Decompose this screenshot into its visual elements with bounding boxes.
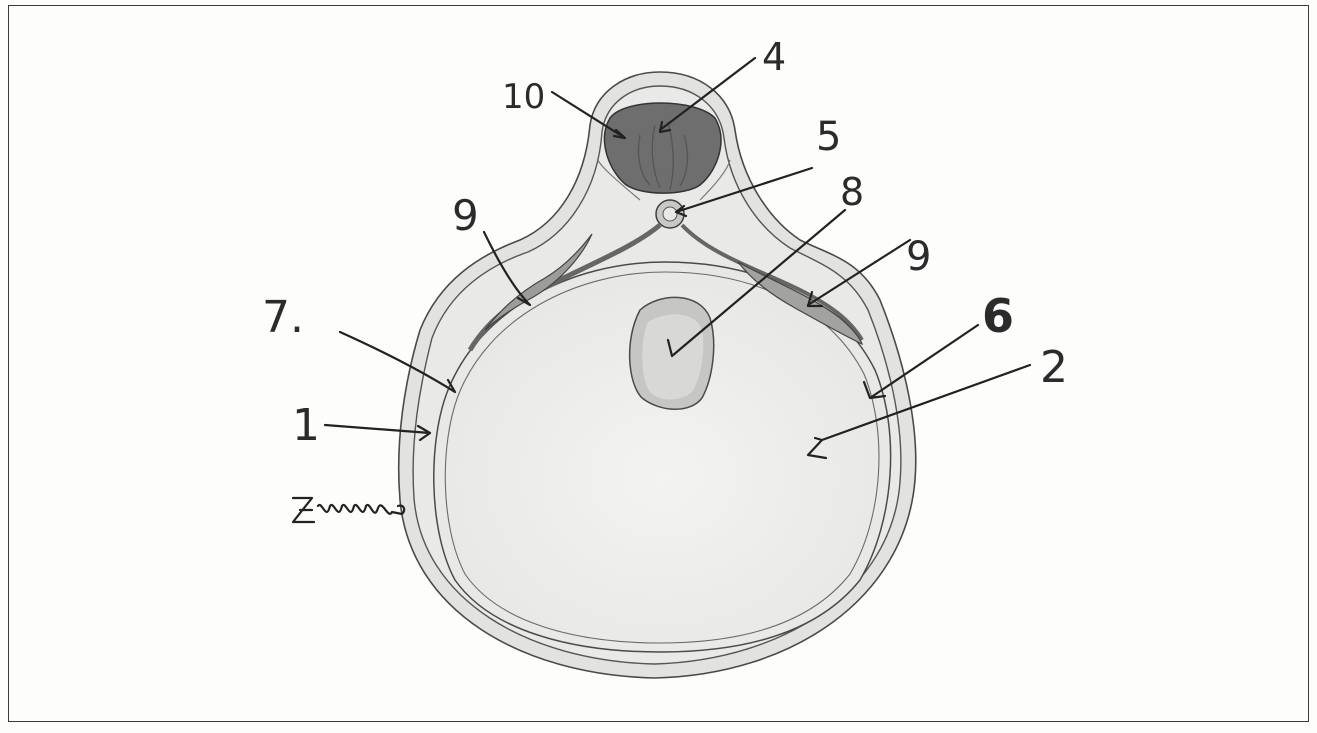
circle-structure-5-inner	[663, 207, 677, 221]
label-5: 5	[816, 114, 841, 160]
label-4: 4	[762, 35, 786, 79]
label-10: 10	[502, 77, 545, 117]
label-7: 7.	[262, 292, 304, 343]
label-8: 8	[840, 170, 864, 214]
organ-8-inner	[642, 314, 703, 399]
label-6: 6	[982, 289, 1014, 343]
label-1: 1	[292, 400, 320, 451]
label-9-left: 9	[452, 191, 479, 240]
label-9-right: 9	[906, 234, 931, 280]
dark-region-10	[605, 103, 721, 193]
scribble-mark	[293, 498, 404, 522]
label-2: 2	[1040, 342, 1068, 393]
